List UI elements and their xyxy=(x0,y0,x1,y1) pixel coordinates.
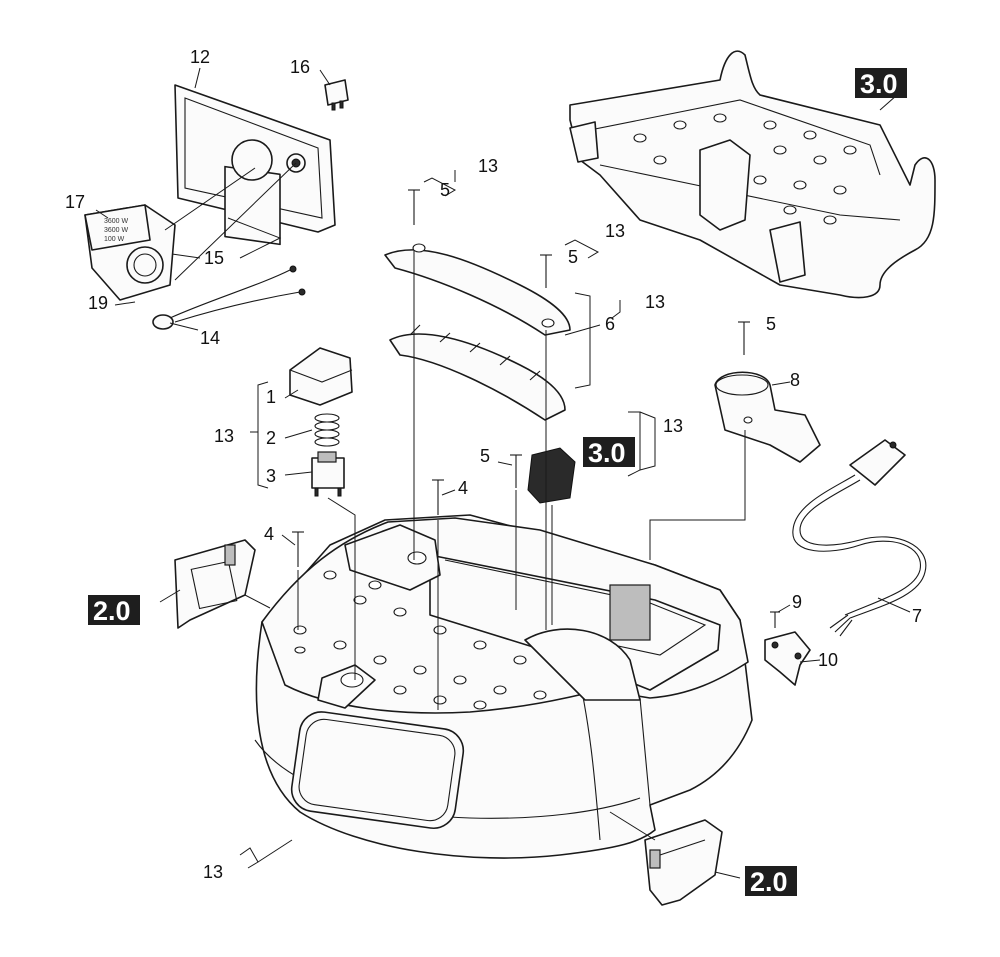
callout-16: 16 xyxy=(290,57,310,77)
callout-numbers: 12 16 17 15 19 14 13 5 13 5 13 6 5 8 13 … xyxy=(65,47,922,882)
reference-box-3-0-filter: 3.0 xyxy=(583,437,635,468)
callout-10: 10 xyxy=(818,650,838,670)
latch-right xyxy=(644,819,723,906)
callout-17: 17 xyxy=(65,192,85,212)
carrier-holes xyxy=(633,113,857,225)
switch-cap xyxy=(289,347,353,406)
switch-panel xyxy=(174,84,336,246)
callout-5-a: 5 xyxy=(440,180,450,200)
cable-part xyxy=(152,265,306,330)
callout-7: 7 xyxy=(912,606,922,626)
reference-label: 3.0 xyxy=(860,69,898,99)
callout-5-c: 5 xyxy=(766,314,776,334)
callout-4-b: 4 xyxy=(264,524,274,544)
main-housing xyxy=(254,514,753,859)
reference-box-3-0-top: 3.0 xyxy=(855,68,907,99)
callout-13-d: 13 xyxy=(663,416,683,436)
callout-2: 2 xyxy=(266,428,276,448)
callout-13-b: 13 xyxy=(605,221,625,241)
carrier-frame xyxy=(569,50,936,299)
socket-part: 3600 W 3600 W 100 W xyxy=(84,204,176,301)
screw-9 xyxy=(770,611,780,628)
housing-vent-holes xyxy=(293,570,547,710)
label-text-2: 3600 W xyxy=(104,227,129,234)
power-cord xyxy=(792,439,927,637)
push-switch xyxy=(311,451,345,497)
callout-5-d: 5 xyxy=(480,446,490,466)
callout-12: 12 xyxy=(190,47,210,67)
callout-4-a: 4 xyxy=(458,478,468,498)
screws xyxy=(292,189,750,567)
callout-1: 1 xyxy=(266,387,276,407)
label-text-3: 100 W xyxy=(104,236,125,243)
filter-block xyxy=(527,447,576,504)
reference-box-2-0-left: 2.0 xyxy=(88,595,140,626)
leader-lines xyxy=(164,162,746,841)
bracket xyxy=(764,631,811,686)
callout-15: 15 xyxy=(204,248,224,268)
callout-14: 14 xyxy=(200,328,220,348)
reference-box-2-0-bottom: 2.0 xyxy=(745,866,797,897)
callout-8: 8 xyxy=(790,370,800,390)
callout-9: 9 xyxy=(792,592,802,612)
callout-13-e: 13 xyxy=(214,426,234,446)
reference-label: 2.0 xyxy=(750,867,788,897)
callout-leaders xyxy=(95,67,911,879)
callout-13-c: 13 xyxy=(645,292,665,312)
callout-13-f: 13 xyxy=(203,862,223,882)
callout-5-b: 5 xyxy=(568,247,578,267)
spring xyxy=(314,413,340,447)
reference-label: 3.0 xyxy=(588,438,626,468)
callout-13-a: 13 xyxy=(478,156,498,176)
latch-left xyxy=(174,539,256,629)
callout-3: 3 xyxy=(266,466,276,486)
group-brackets xyxy=(239,170,656,869)
callout-6: 6 xyxy=(605,314,615,334)
reference-label: 2.0 xyxy=(93,596,131,626)
cable-clamp xyxy=(714,371,821,463)
label-text-1: 3600 W xyxy=(104,218,129,225)
callout-19: 19 xyxy=(88,293,108,313)
handle-cover xyxy=(384,243,571,421)
micro-switch xyxy=(324,79,349,111)
